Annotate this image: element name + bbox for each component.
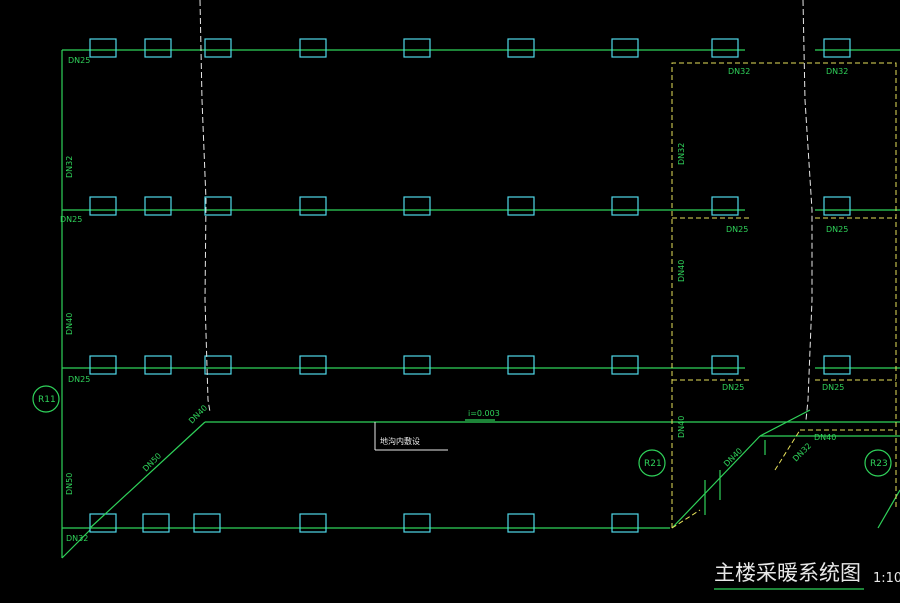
radiator [89,513,117,533]
radiator [611,196,639,216]
riser-tag-circle [32,385,60,413]
riser-tag-label: R23 [870,459,888,469]
radiator [299,513,327,533]
riser-tag-r21: R21 [638,449,666,477]
riser-tag-circle [864,449,892,477]
drawing-scale: 1:10 [873,571,900,586]
riser-tag-label: R11 [38,395,56,405]
riser-tag-label: R21 [644,459,662,469]
riser-tag-r23: R23 [864,449,892,477]
vertical-dashed-line-right [802,0,813,421]
riser-bottom-diagonal [61,529,91,559]
pipe-label: DN25 [822,383,844,392]
radiator [89,196,117,216]
radiator [507,513,535,533]
radiators-row-3 [89,355,851,375]
pipe-label: DN40 [814,433,836,442]
radiators-row-1 [89,38,851,58]
radiator [711,38,739,58]
radiator [611,355,639,375]
riser-tag-r11: R11 [32,385,60,413]
radiator [403,196,431,216]
radiator [823,355,851,375]
supply-diagonal-right-up [759,409,811,437]
radiators-row-4 [89,513,639,533]
radiator [193,513,221,533]
radiator [823,196,851,216]
pipe-label: DN40 [677,260,686,282]
radiator [144,38,172,58]
supply-diagonal-far-right [877,489,900,529]
vertical-dashed-line-left [199,0,211,413]
radiator [611,513,639,533]
pipe-label: DN25 [726,225,748,234]
radiator [204,355,232,375]
pipe-label: DN50 [65,473,74,495]
pipe-label: DN32 [66,534,88,543]
radiator [89,38,117,58]
radiator [204,38,232,58]
drawing-title: 主楼采暖系统图 [714,561,861,585]
pipe-label: DN40 [722,446,744,468]
trench-note: 地沟内敷设 [380,436,420,446]
supply-diagonal-right [671,435,761,529]
radiator [611,38,639,58]
radiator [204,196,232,216]
radiator [507,196,535,216]
radiator [403,355,431,375]
radiator [299,355,327,375]
pipe-label: DN25 [722,383,744,392]
pipe-label: DN25 [68,375,90,384]
pipe-label: DN32 [791,441,813,463]
radiator [507,38,535,58]
radiator [299,196,327,216]
return-dashed-outline [671,62,897,528]
radiator [711,196,739,216]
radiator [142,513,170,533]
pipe-label: DN40 [677,416,686,438]
radiator [403,38,431,58]
radiator [299,38,327,58]
radiator [823,38,851,58]
pipe-label: DN25 [60,215,82,224]
riser-tag-circle [638,449,666,477]
pipe-label: DN32 [65,156,74,178]
return-dashed-diagonal [671,509,701,529]
radiator [507,355,535,375]
radiator [711,355,739,375]
pipe-label: DN32 [826,67,848,76]
pipe-label: DN40 [65,313,74,335]
radiator [144,196,172,216]
pipe-label: DN25 [826,225,848,234]
pipe-label: DN32 [677,143,686,165]
pipe-label: DN25 [68,56,90,65]
radiators-row-2 [89,196,851,216]
supply-diagonal-left [89,421,206,529]
pipe-label: DN32 [728,67,750,76]
radiator [89,355,117,375]
radiator [144,355,172,375]
radiator [403,513,431,533]
slope-label: i=0.003 [468,409,500,418]
